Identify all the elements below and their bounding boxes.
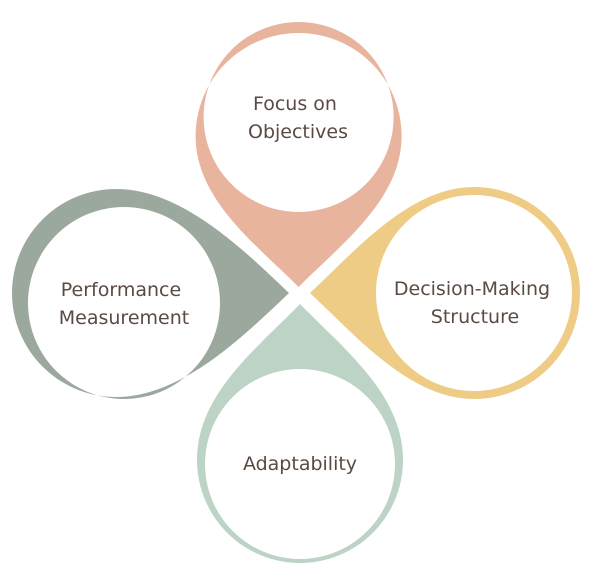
petal-top-label: Focus on Objectives (248, 93, 348, 143)
petal-bottom-label: Adaptability (243, 453, 357, 475)
petal-bottom: Adaptability (197, 304, 403, 563)
petal-right: Decision-Making Structure (310, 187, 580, 399)
petal-bottom-line-1: Adaptability (243, 453, 357, 475)
petal-left: Performance Measurement (12, 189, 289, 399)
petal-left-label: Performance Measurement (59, 279, 189, 329)
petal-top-line-2: Objectives (248, 121, 348, 143)
petal-left-line-1: Performance (61, 279, 181, 301)
petal-top-line-1: Focus on (253, 93, 337, 115)
petal-bottom-shape (197, 304, 403, 563)
petal-right-shape (310, 187, 580, 399)
petal-right-label: Decision-Making Structure (394, 278, 556, 328)
petal-right-line-1: Decision-Making (394, 278, 550, 300)
petal-top: Focus on Objectives (195, 22, 402, 287)
petal-top-shape (195, 22, 402, 287)
petal-right-line-2: Structure (431, 306, 519, 328)
petal-left-line-2: Measurement (59, 307, 189, 329)
petal-left-shape (12, 189, 289, 399)
